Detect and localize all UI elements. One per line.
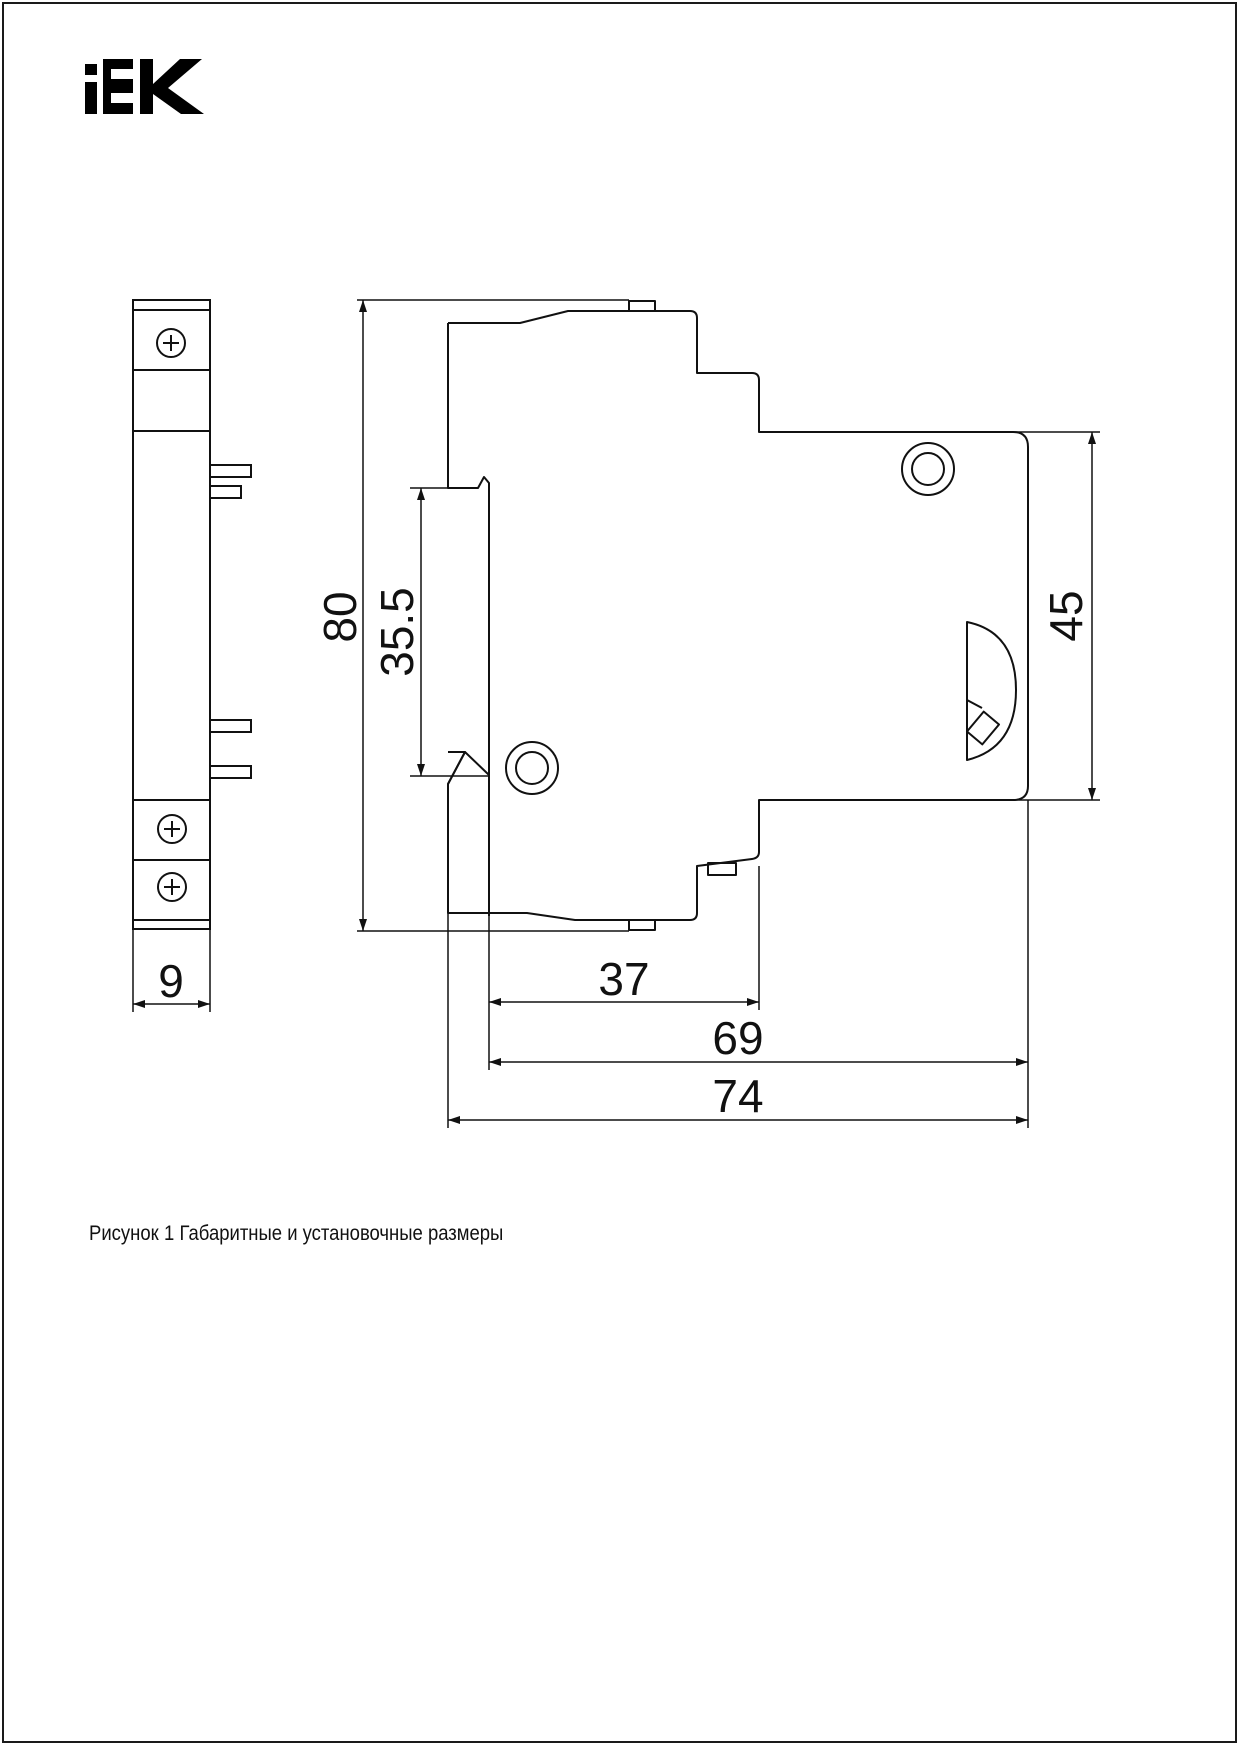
dim-label-37: 37: [598, 953, 649, 1005]
caption-text: Габаритные и установочные размеры: [179, 1222, 504, 1245]
dim-label-35-5: 35.5: [371, 587, 423, 677]
dim-label-9: 9: [158, 955, 184, 1007]
terminal-icon: [505, 741, 559, 795]
screw-icon: [156, 328, 186, 358]
dim-label-74: 74: [712, 1070, 763, 1122]
front-view: [447, 300, 1029, 931]
terminal-icon: [901, 442, 955, 496]
caption-number: 1: [163, 1222, 175, 1245]
side-view: [132, 299, 252, 930]
lever-icon: [965, 621, 1017, 761]
dim-label-45: 45: [1040, 590, 1092, 641]
caption-label: Рисунок: [89, 1222, 159, 1245]
dim-label-69: 69: [712, 1012, 763, 1064]
screw-icon: [157, 814, 187, 844]
iek-logo: [85, 59, 204, 114]
dim-label-80: 80: [314, 591, 366, 642]
screw-icon: [157, 872, 187, 902]
dimension-lines: [132, 299, 1100, 1128]
